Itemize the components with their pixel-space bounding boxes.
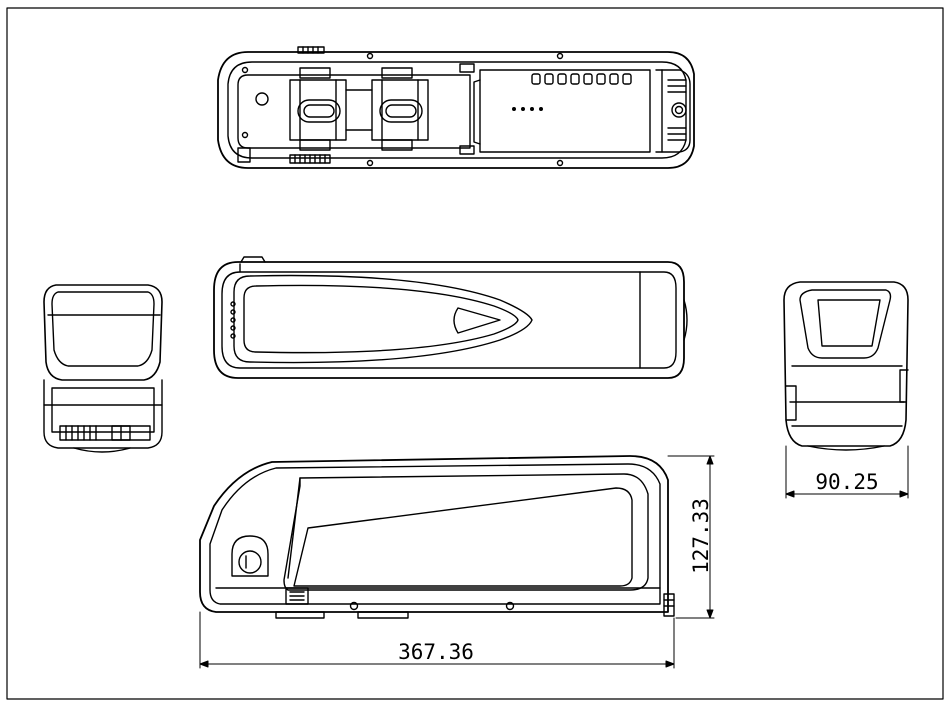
right-end-outline xyxy=(784,282,908,446)
upper-view xyxy=(214,257,687,378)
upper-view-outline xyxy=(214,262,684,378)
lock-housing xyxy=(232,536,268,576)
length-dimension xyxy=(200,612,674,668)
left-end-view xyxy=(44,285,162,452)
top-view xyxy=(218,47,694,168)
top-view-outline xyxy=(218,52,694,168)
bms-board xyxy=(480,70,650,152)
right-end-view xyxy=(784,282,908,450)
vent-slots xyxy=(290,47,330,163)
cell-holder xyxy=(372,68,428,150)
connector-slots xyxy=(60,426,150,440)
end-connector xyxy=(656,70,690,152)
lock-icon xyxy=(239,551,261,573)
drawing-frame xyxy=(7,8,943,699)
indicator-leds xyxy=(231,302,235,338)
screw-hole xyxy=(256,93,268,105)
side-view xyxy=(200,456,674,618)
height-dimension-label: 127.33 xyxy=(689,498,713,574)
led-pads xyxy=(532,74,631,84)
cell-holder xyxy=(290,68,346,150)
length-dimension-label: 367.36 xyxy=(398,640,474,664)
width-dimension xyxy=(786,446,908,498)
side-connector xyxy=(286,588,308,604)
handle-arrow-icon xyxy=(454,308,500,333)
left-end-outline xyxy=(44,285,162,380)
side-view-outline xyxy=(200,456,668,612)
height-dimension xyxy=(668,456,714,618)
width-dimension-label: 90.25 xyxy=(815,470,878,494)
lid-shell xyxy=(234,276,532,363)
